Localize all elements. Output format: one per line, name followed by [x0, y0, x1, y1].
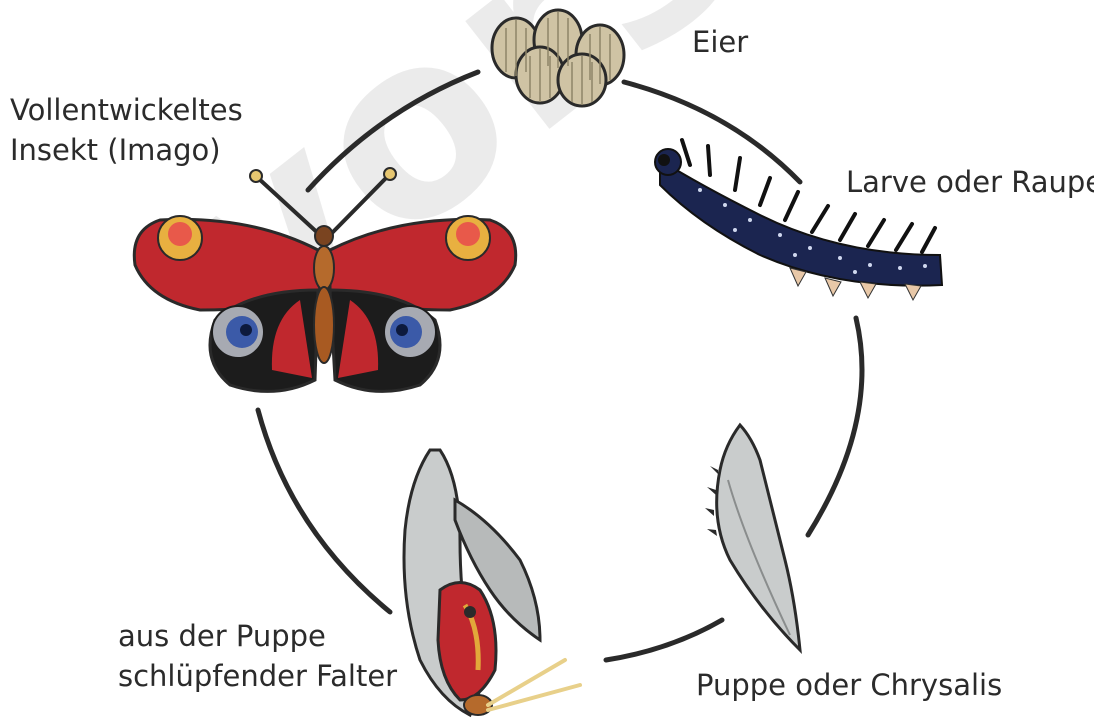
label-emerging-line1: aus der Puppe: [118, 616, 397, 656]
label-adult-line2: Insekt (Imago): [10, 130, 243, 170]
egg-cluster-icon: [492, 10, 624, 106]
label-emerging-line2: schlüpfender Falter: [118, 656, 397, 696]
label-adult: Vollentwickeltes Insekt (Imago): [10, 90, 243, 170]
emerging-butterfly-icon: [404, 450, 580, 715]
arc-pupa-to-emerging: [606, 620, 722, 660]
label-larva: Larve oder Raupe: [846, 162, 1094, 202]
chrysalis-icon: [705, 425, 800, 650]
arc-emerging-to-imago: [258, 410, 390, 612]
arc-larva-to-pupa: [808, 318, 862, 535]
peacock-butterfly-icon: [134, 168, 515, 391]
label-eggs: Eier: [692, 22, 748, 62]
label-pupa: Puppe oder Chrysalis: [696, 665, 1002, 705]
label-emerging: aus der Puppe schlüpfender Falter: [118, 616, 397, 696]
arc-eggs-to-larva: [624, 82, 800, 182]
label-adult-line1: Vollentwickeltes: [10, 90, 243, 130]
